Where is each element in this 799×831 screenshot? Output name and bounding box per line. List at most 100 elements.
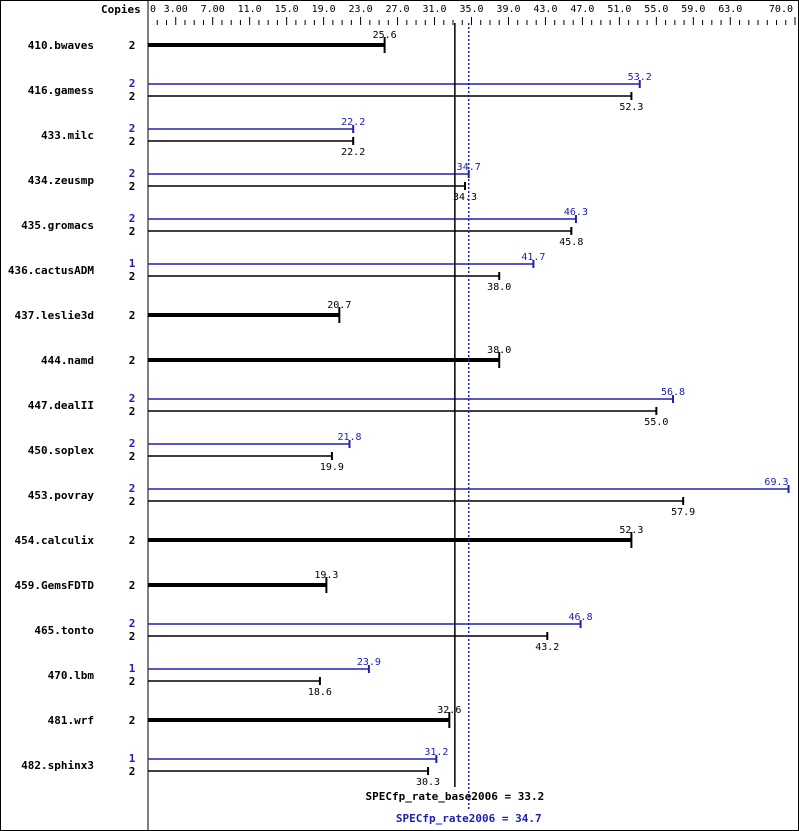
peak-value: 21.8	[337, 432, 361, 443]
x-tick-label: 23.0	[349, 4, 373, 15]
base-copies: 2	[129, 630, 136, 643]
base-value: 19.3	[314, 570, 338, 581]
peak-copies: 2	[129, 212, 136, 225]
benchmark-label: 465.tonto	[34, 624, 94, 637]
base-value: 32.6	[437, 705, 461, 716]
x-tick-label: 19.0	[312, 4, 336, 15]
benchmark-label: 416.gamess	[28, 84, 94, 97]
benchmark-label: 410.bwaves	[28, 39, 94, 52]
base-value: 52.3	[619, 525, 643, 536]
base-bar	[148, 358, 500, 362]
peak-value: 46.8	[569, 612, 593, 623]
base-value: 22.2	[341, 147, 365, 158]
peak-value: 22.2	[341, 117, 365, 128]
benchmark-label: 447.dealII	[28, 399, 94, 412]
base-copies: 2	[129, 225, 136, 238]
benchmark-label: 481.wrf	[48, 714, 94, 727]
benchmark-label: 454.calculix	[15, 534, 95, 547]
peak-copies: 1	[129, 662, 136, 675]
base-bar	[148, 538, 632, 542]
base-value: 25.6	[373, 30, 397, 41]
base-copies: 2	[129, 354, 136, 367]
base-bar	[148, 313, 340, 317]
base-value: 43.2	[535, 642, 559, 653]
x-tick-label: 11.0	[238, 4, 262, 15]
x-tick-label: 7.00	[201, 4, 225, 15]
base-value: 34.3	[453, 192, 477, 203]
peak-copies: 2	[129, 167, 136, 180]
x-tick-label: 31.0	[422, 4, 446, 15]
x-tick-label: 59.0	[681, 4, 705, 15]
peak-copies: 2	[129, 482, 136, 495]
base-value: 55.0	[644, 417, 668, 428]
base-bar	[148, 583, 327, 587]
base-value: 19.9	[320, 462, 344, 473]
x-tick-label: 27.0	[386, 4, 410, 15]
base-copies: 2	[129, 180, 136, 193]
base-copies: 2	[129, 495, 136, 508]
benchmark-label: 437.leslie3d	[15, 309, 94, 322]
x-tick-label: 0	[150, 4, 156, 15]
base-value: 52.3	[619, 102, 643, 113]
peak-copies: 2	[129, 392, 136, 405]
x-tick-label: 39.0	[496, 4, 520, 15]
x-tick-label: 63.0	[718, 4, 742, 15]
benchmark-label: 433.milc	[41, 129, 94, 142]
base-copies: 2	[129, 579, 136, 592]
base-copies: 2	[129, 450, 136, 463]
base-copies: 2	[129, 675, 136, 688]
base-value: 38.0	[487, 282, 511, 293]
peak-copies: 2	[129, 437, 136, 450]
base-bar	[148, 718, 450, 722]
peak-value: 41.7	[521, 252, 545, 263]
peak-value: 53.2	[628, 72, 652, 83]
base-value: 20.7	[327, 300, 351, 311]
base-copies: 2	[129, 90, 136, 103]
base-copies: 2	[129, 765, 136, 778]
base-copies: 2	[129, 135, 136, 148]
benchmark-label: 470.lbm	[48, 669, 95, 682]
base-copies: 2	[129, 270, 136, 283]
base-value: 45.8	[559, 237, 583, 248]
benchmark-label: 436.cactusADM	[8, 264, 94, 277]
peak-value: 31.2	[424, 747, 448, 758]
benchmark-label: 450.soplex	[28, 444, 95, 457]
peak-copies: 2	[129, 617, 136, 630]
base-value: 57.9	[671, 507, 695, 518]
benchmark-label: 434.zeusmp	[28, 174, 95, 187]
x-tick-label: 51.0	[607, 4, 631, 15]
base-copies: 2	[129, 39, 136, 52]
peak-copies: 1	[129, 752, 136, 765]
peak-value: 56.8	[661, 387, 685, 398]
benchmark-label: 453.povray	[28, 489, 95, 502]
axis-label: Copies	[101, 3, 141, 16]
peak-copies: 2	[129, 77, 136, 90]
x-tick-label: 3.00	[164, 4, 188, 15]
x-tick-label: 55.0	[644, 4, 668, 15]
base-copies: 2	[129, 714, 136, 727]
base-summary-label: SPECfp_rate_base2006 = 33.2	[365, 790, 544, 803]
peak-copies: 1	[129, 257, 136, 270]
x-tick-label: 70.0	[769, 4, 793, 15]
peak-value: 69.3	[764, 477, 788, 488]
benchmark-label: 435.gromacs	[21, 219, 94, 232]
base-copies: 2	[129, 309, 136, 322]
benchmark-label: 482.sphinx3	[21, 759, 94, 772]
peak-value: 23.9	[357, 657, 381, 668]
benchmark-label: 444.namd	[41, 354, 94, 367]
base-copies: 2	[129, 534, 136, 547]
base-value: 30.3	[416, 777, 440, 788]
x-tick-label: 35.0	[459, 4, 483, 15]
x-tick-label: 43.0	[533, 4, 557, 15]
x-tick-label: 47.0	[570, 4, 594, 15]
base-copies: 2	[129, 405, 136, 418]
x-tick-label: 15.0	[275, 4, 299, 15]
benchmark-label: 459.GemsFDTD	[15, 579, 95, 592]
base-bar	[148, 43, 385, 47]
peak-summary-label: SPECfp_rate2006 = 34.7	[396, 812, 542, 825]
base-value: 18.6	[308, 687, 332, 698]
peak-copies: 2	[129, 122, 136, 135]
base-value: 38.0	[487, 345, 511, 356]
